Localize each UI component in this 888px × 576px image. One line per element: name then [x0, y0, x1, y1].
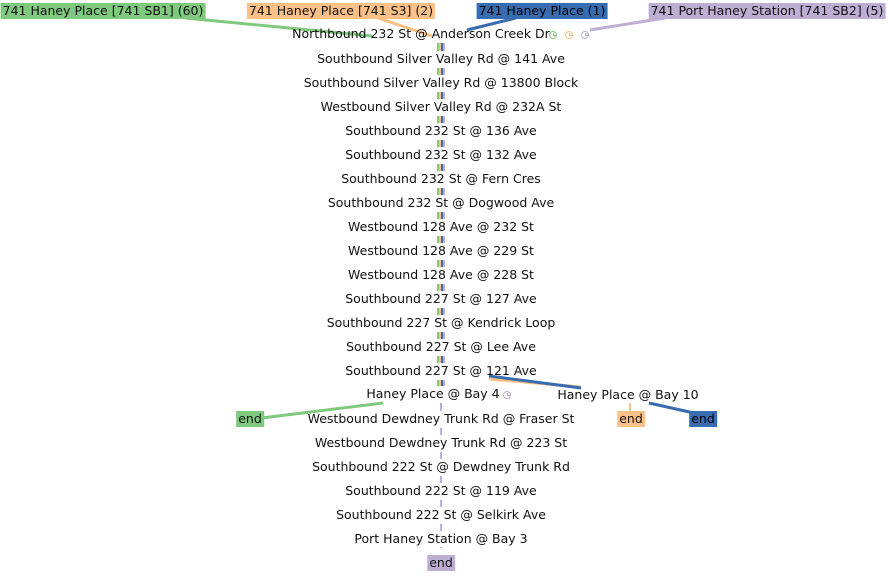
- stop-label: Westbound 128 Ave @ 228 St: [348, 267, 534, 282]
- route-label-sb1: 741 Haney Place [741 SB1] (60): [0, 3, 206, 19]
- clock-icon: [581, 31, 589, 39]
- tail-sb1: [261, 401, 384, 420]
- stop-label: Westbound Dewdney Trunk Rd @ 223 St: [314, 435, 568, 450]
- clock-icon: [549, 31, 557, 39]
- connector-sb2: [589, 16, 666, 32]
- stop-label: Southbound 227 St @ Lee Ave: [346, 339, 536, 354]
- connector-p1: [466, 16, 517, 32]
- stop-label: Southbound 222 St @ Dewdney Trunk Rd: [312, 459, 570, 474]
- stop-label: Westbound Dewdney Trunk Rd @ Fraser St: [307, 411, 575, 426]
- stop-label: Northbound 232 St @ Anderson Creek Dr: [292, 26, 550, 41]
- stop-label: Southbound 232 St @ Fern Cres: [341, 171, 541, 186]
- stop-label: Southbound 227 St @ 121 Ave: [345, 363, 537, 378]
- stop-label: Haney Place @ Bay 4: [366, 386, 500, 401]
- tail-p1: [648, 401, 695, 415]
- end-label-p1: end: [689, 411, 717, 427]
- stop-label: Southbound 222 St @ 119 Ave: [345, 483, 537, 498]
- stop-label: Southbound 232 St @ 132 Ave: [345, 147, 537, 162]
- route-label-p1: 741 Haney Place (1): [476, 3, 608, 19]
- stop-label: Southbound 227 St @ 127 Ave: [345, 291, 537, 306]
- stop-label: Southbound 227 St @ Kendrick Loop: [326, 315, 556, 330]
- branch-stop-label: Haney Place @ Bay 10: [557, 387, 699, 402]
- stop-label: Westbound 128 Ave @ 229 St: [348, 243, 534, 258]
- stop-label: Southbound 232 St @ Dogwood Ave: [327, 195, 555, 210]
- route-label-s3: 741 Haney Place [741 S3] (2): [246, 3, 436, 19]
- stop-label: Westbound Silver Valley Rd @ 232A St: [320, 99, 562, 114]
- end-label-s3: end: [617, 411, 645, 427]
- connector-s3: [377, 16, 433, 38]
- stop-label: Southbound Silver Valley Rd @ 141 Ave: [317, 51, 565, 66]
- stop-label: Southbound 232 St @ 136 Ave: [345, 123, 537, 138]
- stop-label: Southbound Silver Valley Rd @ 13800 Bloc…: [303, 75, 579, 90]
- stop-label: Port Haney Station @ Bay 3: [354, 531, 528, 546]
- branch-p1: [488, 374, 582, 390]
- stop-label: Westbound 128 Ave @ 232 St: [348, 219, 534, 234]
- connector-sb1: [184, 16, 373, 38]
- end-label-sb1: end: [236, 411, 264, 427]
- end-label-sb2: end: [427, 555, 455, 571]
- clock-icon: [565, 31, 573, 39]
- route-label-sb2: 741 Port Haney Station [741 SB2] (5): [648, 3, 886, 19]
- clock-icon: [503, 391, 511, 399]
- stop-label: Southbound 222 St @ Selkirk Ave: [336, 507, 546, 522]
